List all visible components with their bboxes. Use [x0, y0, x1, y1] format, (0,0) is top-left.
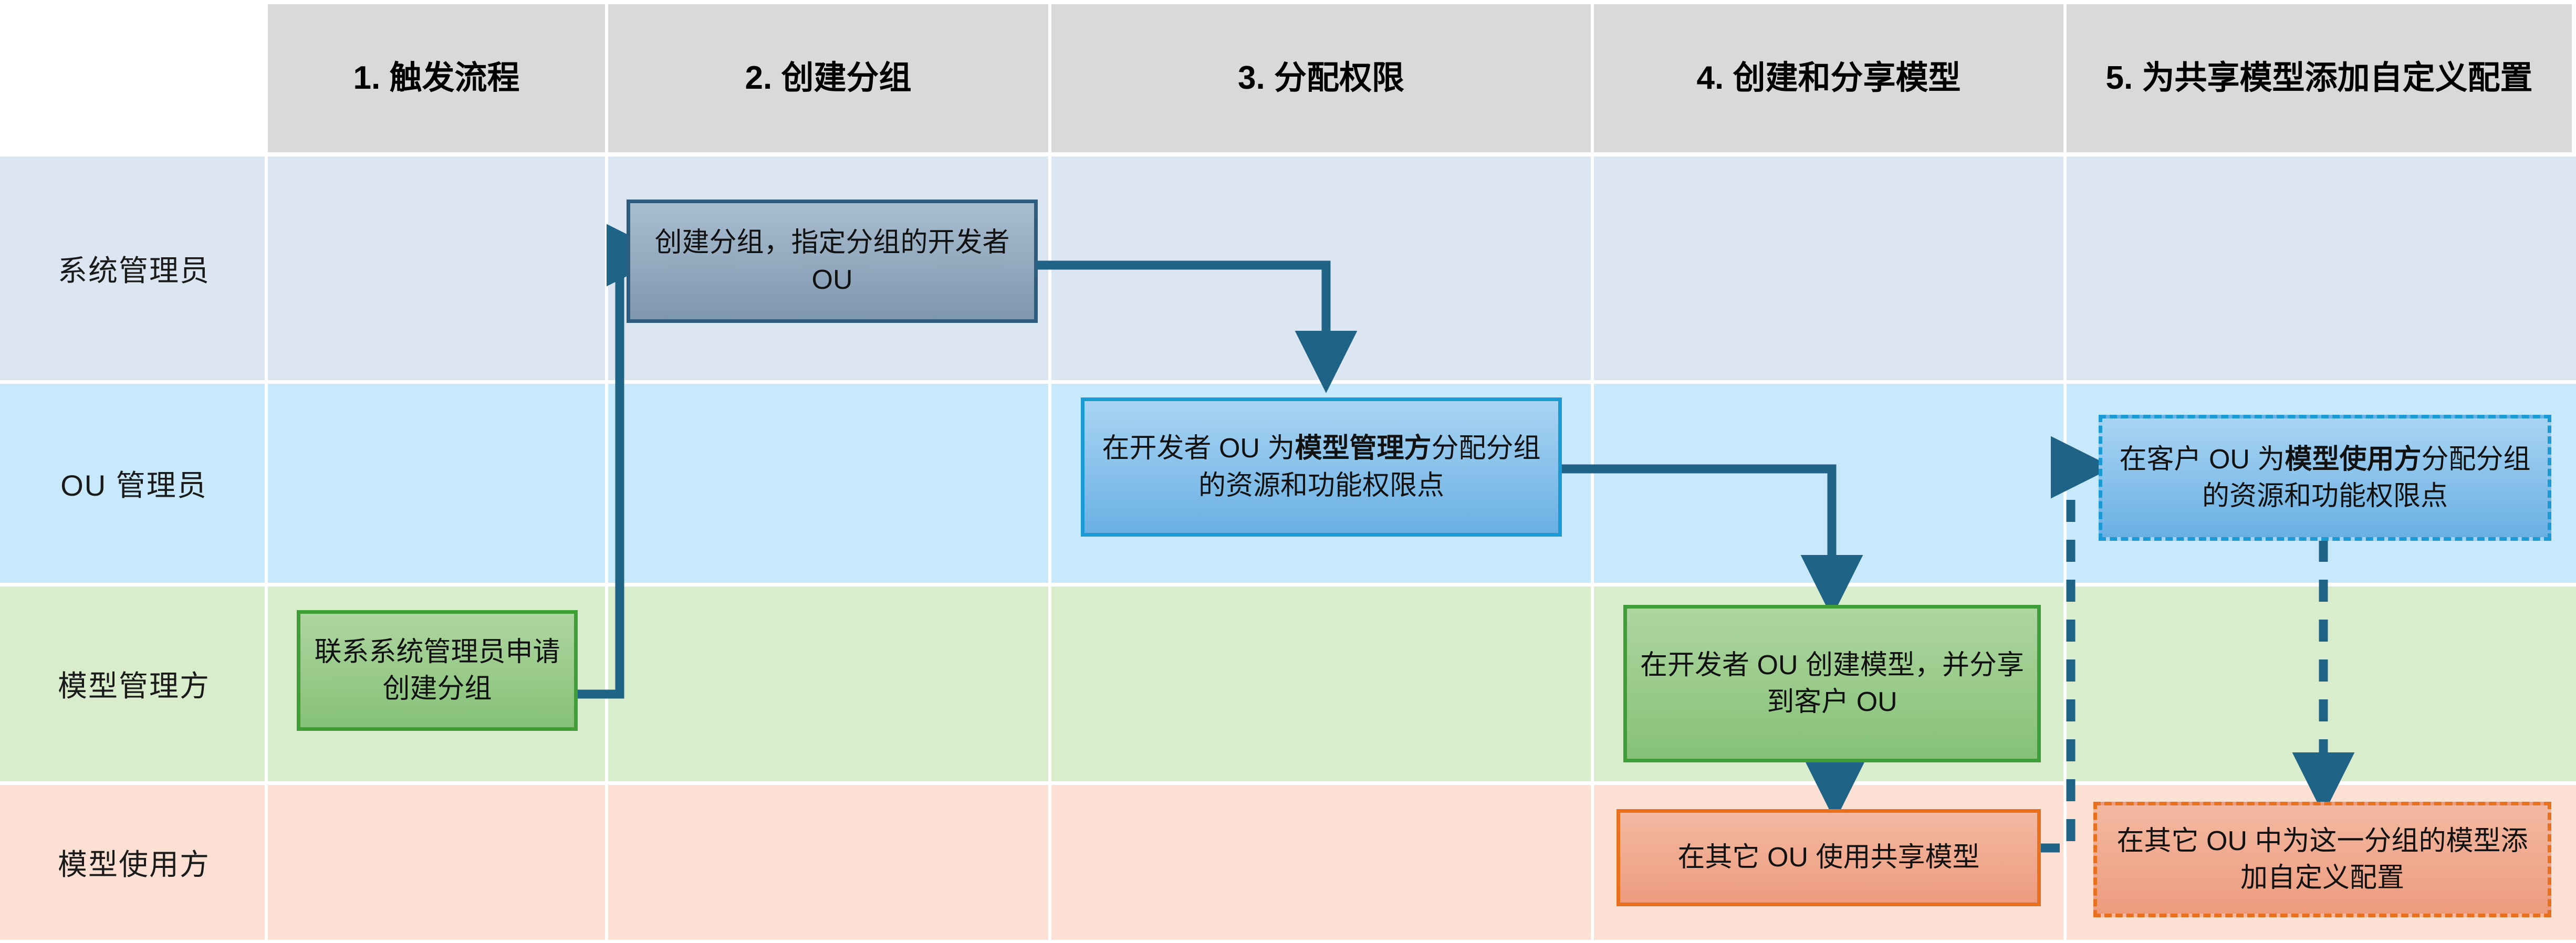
- text-suffix: 分配分组的资源和功能权限点: [2202, 444, 2531, 511]
- column-header-3-label: 3. 分配权限: [1238, 60, 1404, 97]
- process-box-contact-admin[interactable]: 联系系统管理员申请创建分组: [297, 610, 578, 731]
- column-divider-3: [1591, 156, 1594, 940]
- process-box-use-shared-model[interactable]: 在其它 OU 使用共享模型: [1616, 809, 2041, 906]
- process-box-assign-user-perms-text: 在客户 OU 为模型使用方分配分组的资源和功能权限点: [2112, 441, 2538, 515]
- process-box-add-custom-config-text: 在其它 OU 中为这一分组的模型添加自定义配置: [2116, 825, 2528, 893]
- column-header-1-label: 1. 触发流程: [353, 60, 520, 97]
- column-header-2-label: 2. 创建分组: [745, 60, 912, 97]
- column-header-2: 2. 创建分组: [608, 4, 1048, 152]
- text-prefix: 在开发者 OU 为: [1102, 433, 1295, 464]
- text-emphasis: 模型管理方: [1295, 433, 1432, 464]
- lane-label-model-user-text: 模型使用方: [58, 847, 210, 881]
- lane-label-model-user: 模型使用方: [0, 784, 268, 940]
- process-box-assign-owner-perms[interactable]: 在开发者 OU 为模型管理方分配分组的资源和功能权限点: [1081, 397, 1562, 537]
- text-suffix: 分配分组的资源和功能权限点: [1198, 433, 1541, 501]
- column-header-5: 5. 为共享模型添加自定义配置: [2067, 4, 2572, 152]
- column-divider-0: [265, 156, 268, 940]
- process-box-contact-admin-text: 联系系统管理员申请创建分组: [314, 636, 560, 704]
- lane-divider-3: [0, 781, 2576, 785]
- lane-label-model-owner-text: 模型管理方: [58, 669, 210, 703]
- process-box-create-share-model[interactable]: 在开发者 OU 创建模型，并分享到客户 OU: [1623, 605, 2041, 762]
- process-box-create-group-text: 创建分组，指定分组的开发者 OU: [654, 227, 1010, 295]
- process-box-add-custom-config[interactable]: 在其它 OU 中为这一分组的模型添加自定义配置: [2093, 802, 2551, 917]
- text-prefix: 在客户 OU 为: [2119, 444, 2285, 475]
- lane-divider-2: [0, 583, 2576, 586]
- text-emphasis: 模型使用方: [2285, 444, 2422, 475]
- lane-label-system-admin: 系统管理员: [0, 156, 268, 380]
- lane-label-ou-admin-text: OU 管理员: [60, 468, 207, 502]
- process-box-assign-owner-perms-text: 在开发者 OU 为模型管理方分配分组的资源和功能权限点: [1094, 430, 1549, 504]
- lane-label-ou-admin: OU 管理员: [0, 383, 268, 583]
- process-box-create-share-model-text: 在开发者 OU 创建模型，并分享到客户 OU: [1640, 649, 2024, 717]
- lane-divider-1: [0, 380, 2576, 384]
- column-header-4-label: 4. 创建和分享模型: [1696, 60, 1961, 97]
- column-header-5-label: 5. 为共享模型添加自定义配置: [2105, 60, 2533, 97]
- column-divider-4: [2063, 156, 2067, 940]
- column-header-1: 1. 触发流程: [268, 4, 605, 152]
- column-header-3: 3. 分配权限: [1051, 4, 1591, 152]
- process-box-create-group[interactable]: 创建分组，指定分组的开发者 OU: [627, 200, 1038, 323]
- column-header-4: 4. 创建和分享模型: [1594, 4, 2063, 152]
- column-divider-2: [1048, 156, 1051, 940]
- process-box-use-shared-model-text: 在其它 OU 使用共享模型: [1677, 842, 1980, 873]
- process-box-assign-user-perms[interactable]: 在客户 OU 为模型使用方分配分组的资源和功能权限点: [2099, 415, 2551, 541]
- lane-label-system-admin-text: 系统管理员: [58, 254, 210, 287]
- column-divider-1: [605, 156, 608, 940]
- lane-label-model-owner: 模型管理方: [0, 586, 268, 781]
- lane-band-system-admin: [0, 156, 2576, 380]
